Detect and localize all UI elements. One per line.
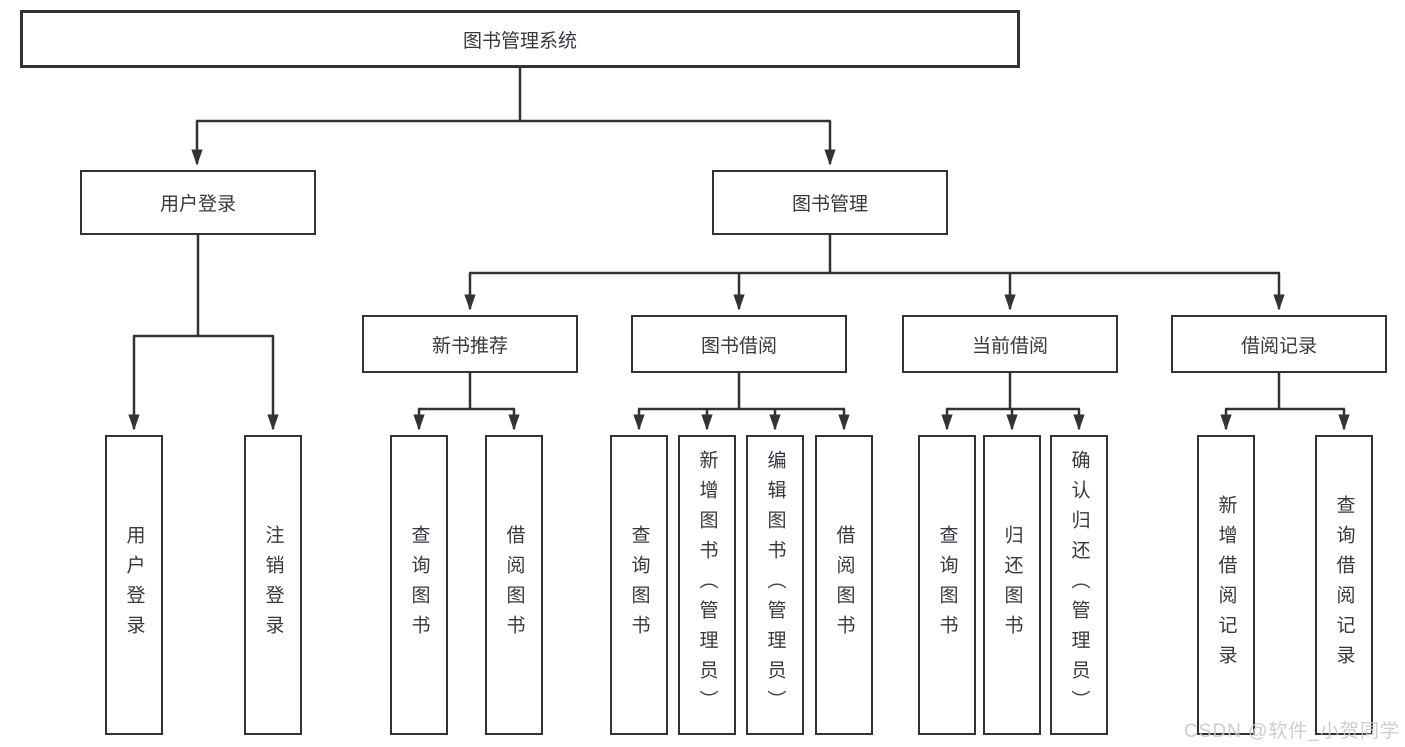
node-leaf-borrow-books-borrowing: 借阅图书 <box>815 435 873 735</box>
node-leaf-query-borrow-record: 查询借阅记录 <box>1315 435 1373 735</box>
node-label: 新增借阅记录 <box>1215 495 1237 675</box>
node-label: 编辑图书（管理员） <box>764 450 786 720</box>
node-book-management-module: 图书管理 <box>712 170 948 235</box>
node-label: 查询图书 <box>628 525 650 645</box>
node-label: 归还图书 <box>1001 525 1023 645</box>
node-label: 新增图书（管理员） <box>696 450 718 720</box>
node-leaf-logout: 注销登录 <box>244 435 302 735</box>
node-label: 用户登录 <box>159 194 236 215</box>
node-leaf-add-books-admin: 新增图书（管理员） <box>678 435 736 735</box>
node-label: 注销登录 <box>262 525 284 645</box>
node-label: 借阅图书 <box>833 525 855 645</box>
node-label: 当前借阅 <box>971 335 1048 357</box>
node-label: 图书借阅 <box>700 335 777 357</box>
node-borrowing-records: 借阅记录 <box>1171 315 1387 373</box>
node-leaf-add-borrow-record: 新增借阅记录 <box>1197 435 1255 735</box>
node-label: 借阅图书 <box>503 525 525 645</box>
node-label: 确认归还（管理员） <box>1068 450 1090 720</box>
node-leaf-user-login: 用户登录 <box>105 435 163 735</box>
node-leaf-query-books-current: 查询图书 <box>918 435 976 735</box>
node-leaf-query-books-borrowing: 查询图书 <box>610 435 668 735</box>
node-label: 用户登录 <box>123 525 145 645</box>
node-new-book-recommendation: 新书推荐 <box>362 315 578 373</box>
node-label: 图书管理 <box>791 194 868 215</box>
node-leaf-borrow-books-recommend: 借阅图书 <box>485 435 543 735</box>
node-leaf-edit-books-admin: 编辑图书（管理员） <box>746 435 804 735</box>
node-label: 新书推荐 <box>431 335 508 357</box>
node-leaf-return-books: 归还图书 <box>983 435 1041 735</box>
node-leaf-confirm-return-admin: 确认归还（管理员） <box>1050 435 1108 735</box>
node-leaf-query-books-recommend: 查询图书 <box>390 435 448 735</box>
csdn-watermark: CSDN @软件_小贺同学 <box>1184 721 1400 742</box>
node-current-borrowing: 当前借阅 <box>902 315 1118 373</box>
node-label: 查询借阅记录 <box>1333 495 1355 675</box>
node-library-management-system: 图书管理系统 <box>20 10 1020 68</box>
node-label: 图书管理系统 <box>462 30 577 52</box>
node-user-login-module: 用户登录 <box>80 170 316 235</box>
node-label: 借阅记录 <box>1240 335 1317 357</box>
node-book-borrowing: 图书借阅 <box>631 315 847 373</box>
node-label: 查询图书 <box>408 525 430 645</box>
node-label: 查询图书 <box>936 525 958 645</box>
